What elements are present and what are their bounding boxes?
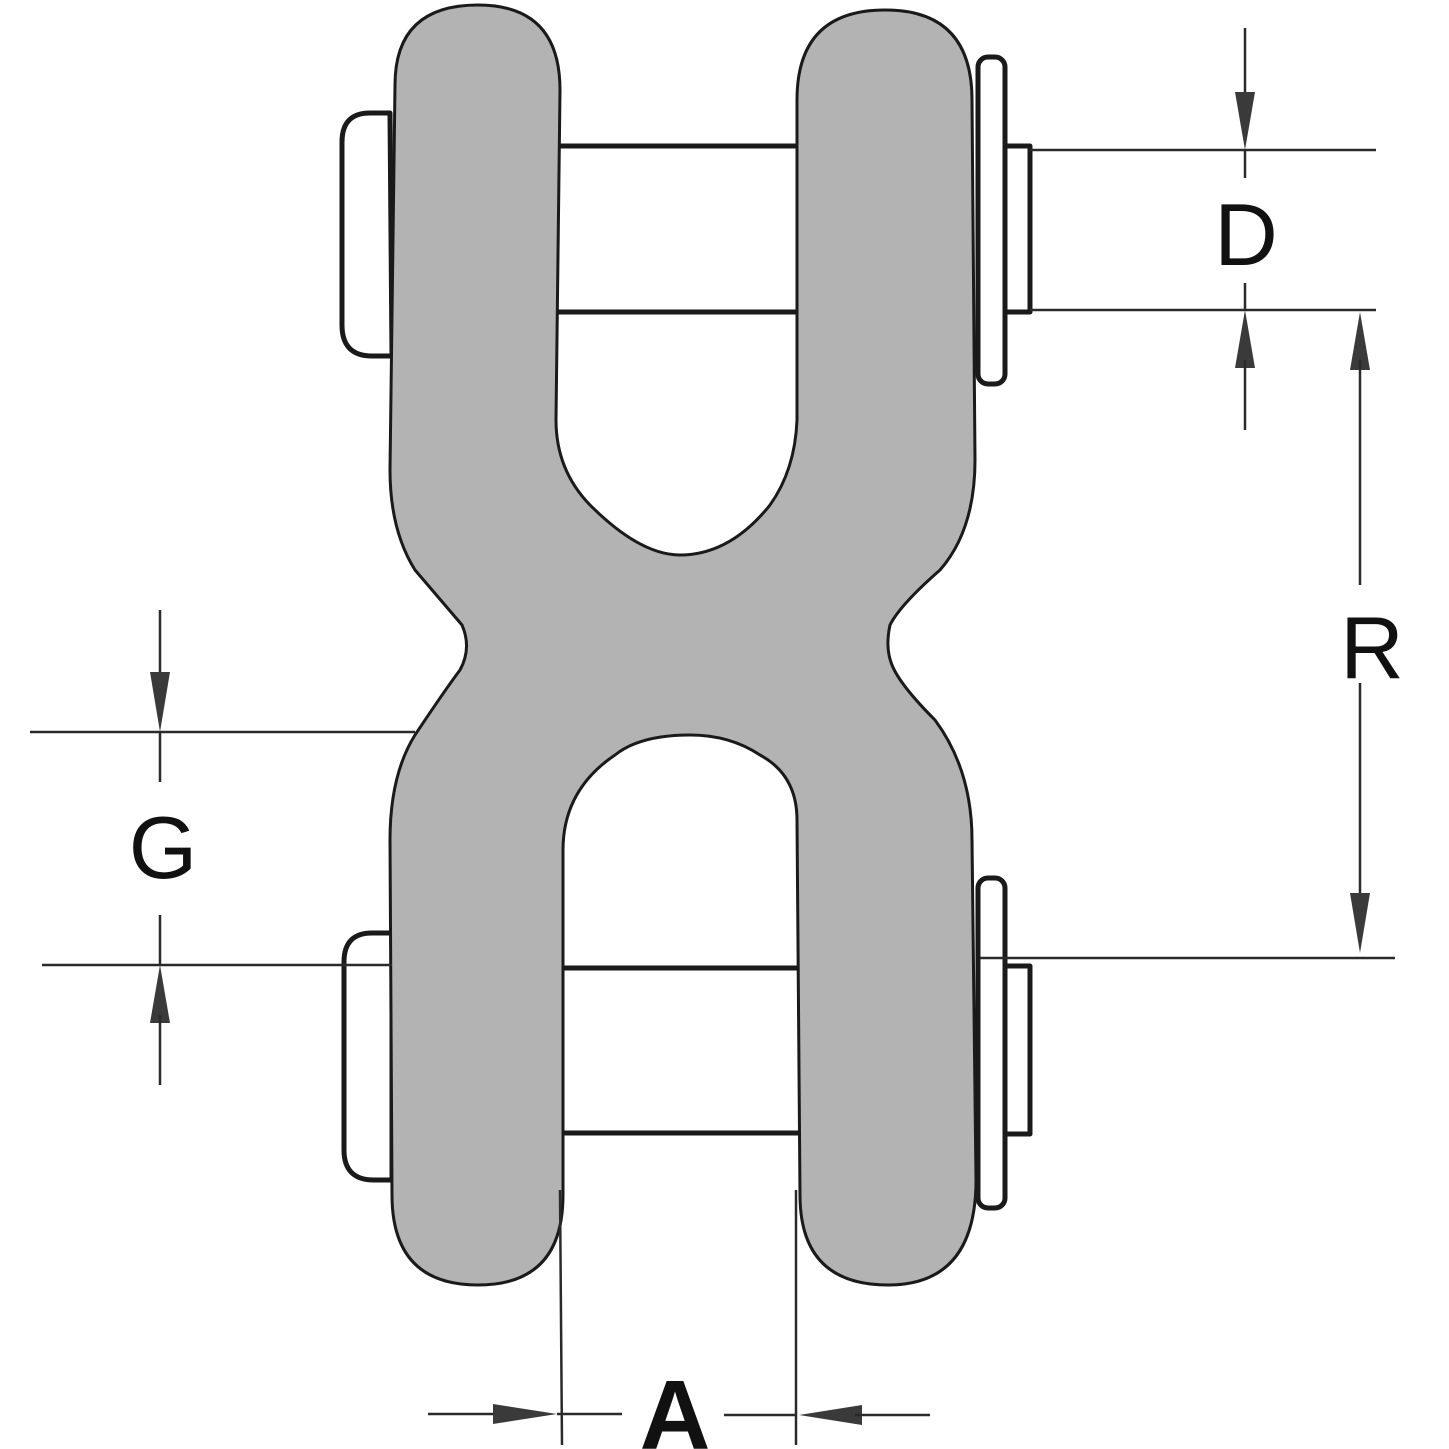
dimension-label-g: G	[129, 798, 197, 897]
dimension-label-r: R	[1340, 598, 1404, 697]
dimension-g: G	[30, 610, 415, 1085]
top-pin-head	[339, 110, 395, 359]
top-pin	[555, 143, 800, 315]
bottom-pin-end	[1002, 963, 1033, 1137]
bottom-pin-head	[341, 930, 395, 1183]
dimension-label-d: D	[1214, 185, 1278, 284]
dimension-a: A	[428, 1189, 930, 1449]
top-washer	[975, 54, 1008, 387]
dimension-d: D	[1030, 28, 1376, 430]
bottom-pin	[555, 965, 800, 1136]
dimension-label-a: A	[640, 1360, 711, 1449]
bottom-washer	[975, 875, 1008, 1211]
link-body	[388, 3, 978, 1287]
top-pin-end	[1002, 143, 1033, 315]
dimension-r: R	[980, 312, 1404, 960]
